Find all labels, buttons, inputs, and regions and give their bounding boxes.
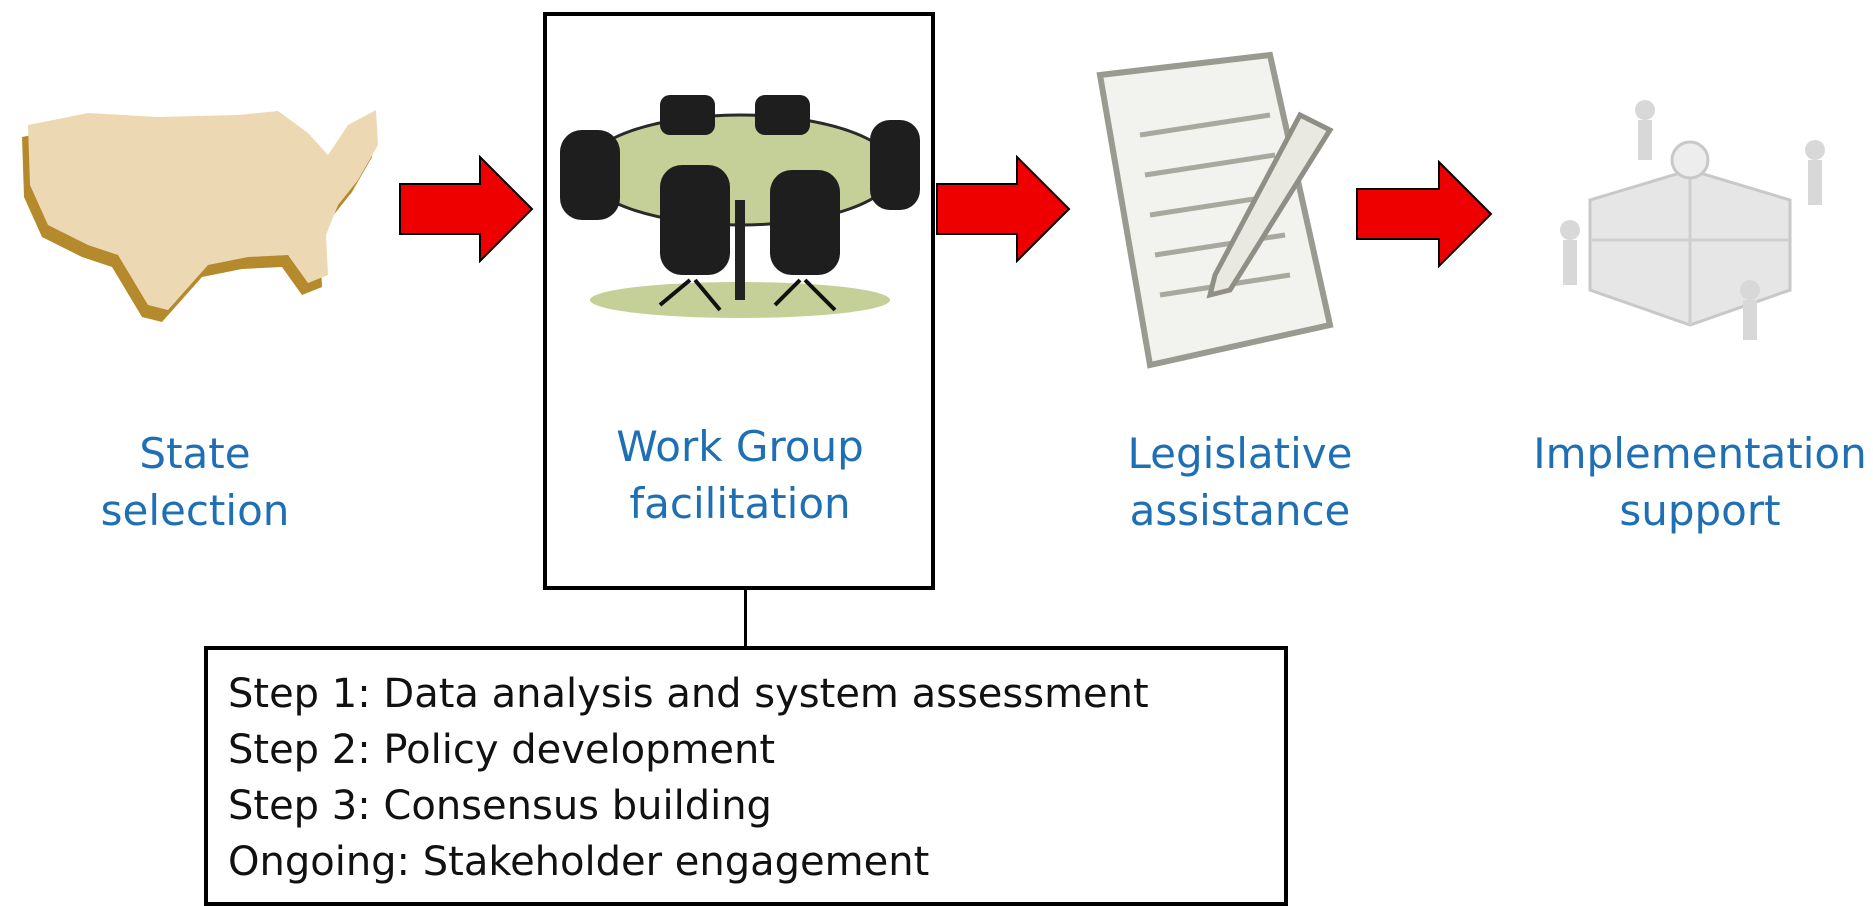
stage-caption-state-selection: State selection [70,425,320,539]
caption-line: State [139,429,251,478]
stage-caption-legislative: Legislative assistance [1110,425,1370,539]
step-item: Step 1: Data analysis and system assessm… [228,671,1149,717]
arrow-3-icon [1356,160,1493,268]
work-group-stage-box [543,12,935,590]
caption-line: Work Group [616,422,864,471]
connector-line [744,590,747,646]
arrow-1-icon [399,155,534,263]
caption-line: assistance [1129,486,1351,535]
stage-caption-implementation: Implementation support [1530,425,1870,539]
step-item: Step 3: Consensus building [228,783,772,829]
meeting-table-icon [560,95,920,318]
caption-line: selection [100,486,290,535]
steps-list: Step 1: Data analysis and system assessm… [208,650,1284,890]
step-item: Step 2: Policy development [228,727,776,773]
caption-line: facilitation [629,479,851,528]
stage-caption-work-group: Work Group facilitation [580,418,900,532]
caption-line: Implementation [1533,429,1867,478]
usa-map-icon [22,110,378,322]
steps-box: Step 1: Data analysis and system assessm… [204,646,1288,906]
document-pen-icon [1096,51,1334,369]
caption-line: Legislative [1127,429,1353,478]
step-item: Ongoing: Stakeholder engagement [228,839,930,885]
arrow-2-icon [936,155,1071,263]
puzzle-figures-icon [1560,100,1825,340]
caption-line: support [1619,486,1781,535]
